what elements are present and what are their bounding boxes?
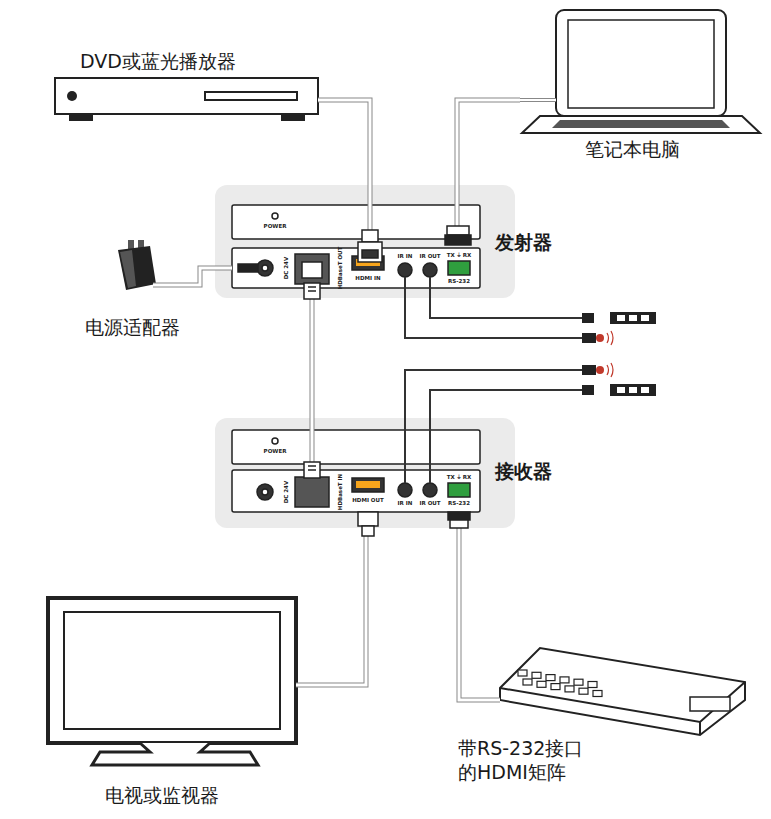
cable-outline [153, 268, 232, 285]
matrix-button [537, 681, 546, 687]
cable-connector [457, 100, 520, 203]
device-node: 发射器 [232, 203, 480, 288]
device-node: 带RS-232接口 的HDMI矩阵 [500, 645, 750, 737]
panel-label: IR OUT [419, 501, 440, 507]
device-caption: 电视或监视器 [105, 784, 219, 808]
cable-core [457, 100, 520, 203]
power-adapter [118, 240, 156, 290]
plugs [238, 226, 471, 536]
cable-core [296, 512, 366, 685]
device-node: DVD或蓝光播放器 [55, 78, 318, 120]
matrix-button [518, 670, 527, 676]
device-caption: 电源适配器 [85, 316, 180, 340]
panel-label: DC 24V [284, 481, 290, 503]
matrix-button [565, 686, 574, 692]
dvd-player [55, 78, 318, 120]
cable-connector [459, 512, 500, 700]
matrix-button [546, 675, 555, 681]
cable-outline [310, 288, 315, 430]
laptop [520, 10, 760, 133]
panel-label: HDMI OUT [352, 498, 384, 504]
cable-core [318, 100, 370, 203]
cable-outline [457, 100, 520, 203]
cable-outline [459, 512, 500, 700]
matrix-button [593, 691, 602, 697]
device-node: 电视或监视器 [48, 598, 296, 768]
cable-outline [296, 512, 366, 685]
cable-connector [312, 288, 313, 430]
device-caption: 笔记本电脑 [585, 138, 680, 162]
panel-label: IR IN [398, 254, 413, 260]
panel-label: HDMI IN [355, 276, 380, 282]
cable-ends [312, 203, 457, 462]
cable-core [459, 512, 500, 700]
matrix-button [523, 679, 532, 685]
panel-label: TX ⏚ RX [447, 253, 471, 259]
transmitter-unit [232, 205, 480, 288]
tv-monitor [48, 598, 296, 765]
receiver-unit [232, 430, 480, 512]
panel-label: HDBaseT OUT [338, 247, 344, 290]
cable-connector [296, 512, 366, 685]
matrix-button [588, 682, 597, 688]
device-node: 电源适配器 [112, 236, 157, 291]
device-caption: 接收器 [495, 460, 552, 484]
device-node: 笔记本电脑 [520, 10, 760, 135]
matrix-button [574, 679, 583, 685]
panel-label: POWER [264, 224, 287, 230]
matrix-button [560, 677, 569, 683]
panel-label: DC 24V [284, 257, 290, 279]
cable-core [311, 288, 314, 430]
cable-core [153, 268, 232, 285]
matrix-button [532, 672, 541, 678]
panel-label: POWER [264, 449, 287, 455]
cable-connector [153, 268, 232, 285]
panel-label: IR OUT [419, 254, 440, 260]
matrix-buttons [518, 670, 602, 697]
matrix-button [579, 688, 588, 694]
receiver-ground [215, 418, 515, 528]
cable-connector [318, 100, 370, 203]
matrix-button [551, 684, 560, 690]
panel-label: RS-232 [448, 279, 470, 285]
hdmi-matrix [500, 648, 745, 735]
device-caption: 发射器 [495, 231, 552, 255]
panel-label: IR IN [398, 501, 413, 507]
transmitter-ground [215, 185, 515, 298]
device-caption: 带RS-232接口 的HDMI矩阵 [458, 737, 586, 785]
cable-ends-core [312, 203, 457, 462]
ir-emitter [582, 312, 656, 396]
ir-receiver [582, 331, 613, 377]
panel-label: RS-232 [448, 501, 470, 507]
panel-label: TX ⏚ RX [447, 475, 471, 481]
cable-outline [318, 100, 370, 203]
device-caption: DVD或蓝光播放器 [80, 50, 236, 74]
ir-cables [405, 277, 582, 483]
panel-label: HDBaseT IN [338, 474, 344, 510]
